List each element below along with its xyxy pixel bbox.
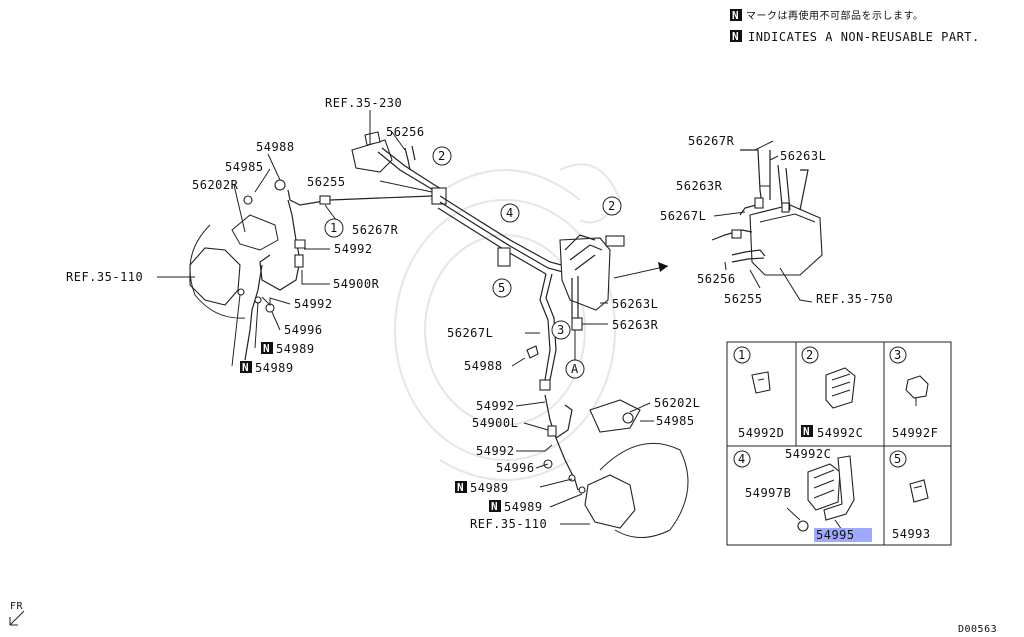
part-54996-left-label: 54996 [284,323,323,337]
callout-5: 5 [498,281,506,295]
part-56267R-label: 56267R [352,223,399,237]
part-56202R-label: 56202R [192,178,239,192]
notice-badge-jp: N [732,9,739,22]
abs-unit [711,149,823,303]
badge-54989-d: N [491,500,498,513]
part-54996-right-label: 54996 [496,461,535,475]
main-labels: REF.35-230 56256 54988 54985 56255 56202… [66,96,700,531]
part-54989-d-label: 54989 [504,500,543,514]
part-54988-mid-label: 54988 [464,359,503,373]
detail-callout-5: 5 [894,452,902,466]
right-wheel-assembly [543,394,689,538]
main-piping [287,131,669,391]
abs-56255-label: 56255 [724,292,763,306]
front-arrow-icon [9,610,25,626]
highlight-54995 [814,528,872,542]
ref-35-230-label: REF.35-230 [325,96,402,110]
part-54989-b-label: 54989 [255,361,294,375]
detail-callout-2: 2 [806,348,814,362]
detail-54992C-cell4-label: 54992C [785,447,831,461]
part-54989-c-label: 54989 [470,481,509,495]
part-54985-left-label: 54985 [225,160,264,174]
part-56263L-label: 56263L [612,297,658,311]
detail-54995-label: 54995 [816,528,855,542]
detail-54992F-label: 54992F [892,426,938,440]
part-54988-top-label: 54988 [256,140,295,154]
abs-56267R-label: 56267R [688,134,735,148]
detail-badge-2: N [803,425,810,438]
callout-1: 1 [330,221,338,235]
callout-A: A [571,362,579,376]
part-54900R-label: 54900R [333,277,380,291]
part-54992-b-label: 54992 [294,297,333,311]
detail-54993-label: 54993 [892,527,931,541]
part-54989-a-label: 54989 [276,342,315,356]
detail-54997B-label: 54997B [745,486,791,500]
part-56267L-label: 56267L [447,326,493,340]
detail-54992C-label: 54992C [817,426,863,440]
detail-54992D-label: 54992D [738,426,784,440]
abs-56263L-label: 56263L [780,149,826,163]
part-54900L-label: 54900L [472,416,518,430]
callout-4: 4 [506,206,514,220]
left-wheel-assembly [189,179,306,361]
badge-54989-b: N [242,361,249,374]
badge-54989-a: N [263,342,270,355]
notice-jp: マークは再使用不可部品を示します。 [746,9,924,22]
callout-2: 2 [438,149,446,163]
abs-labels: 56267R 56263L 56263R 56267L 56256 56255 … [660,134,893,306]
leader-lines [157,110,779,525]
callout-2-right: 2 [608,199,616,213]
part-56256-label: 56256 [386,125,425,139]
part-56255-label: 56255 [307,175,346,189]
abs-56256-label: 56256 [697,272,736,286]
diagram-code: D00563 [958,624,997,635]
main-callouts: 1 2 2 4 5 3 A [324,146,622,379]
fr-label: FR [10,601,24,612]
footer: FR D00563 [9,601,997,635]
detail-box: 1 54992D 2 N 54992C 3 54992F 4 54992C 54… [726,341,952,546]
part-56263R-label: 56263R [612,318,659,332]
part-54992-a-label: 54992 [334,242,373,256]
part-54992-c-label: 54992 [476,399,515,413]
detail-callout-4: 4 [738,452,746,466]
ref-35-110-left-label: REF.35-110 [66,270,143,284]
callout-3: 3 [557,323,565,337]
non-reusable-notice: N マークは再使用不可部品を示します。 N INDICATES A NON-RE… [730,9,980,44]
watermark-emblem [394,163,622,481]
ref-35-110-bottom-label: REF.35-110 [470,517,547,531]
abs-56267L-label: 56267L [660,209,706,223]
notice-badge-en: N [732,30,739,43]
abs-56263R-label: 56263R [676,179,723,193]
detail-callout-3: 3 [894,348,902,362]
part-54985-right-label: 54985 [656,414,695,428]
ref-35-750-label: REF.35-750 [816,292,893,306]
part-56202L-label: 56202L [654,396,700,410]
part-54992-d-label: 54992 [476,444,515,458]
badge-54989-c: N [457,481,464,494]
detail-callout-1: 1 [738,348,746,362]
notice-en: INDICATES A NON-REUSABLE PART. [748,30,980,44]
